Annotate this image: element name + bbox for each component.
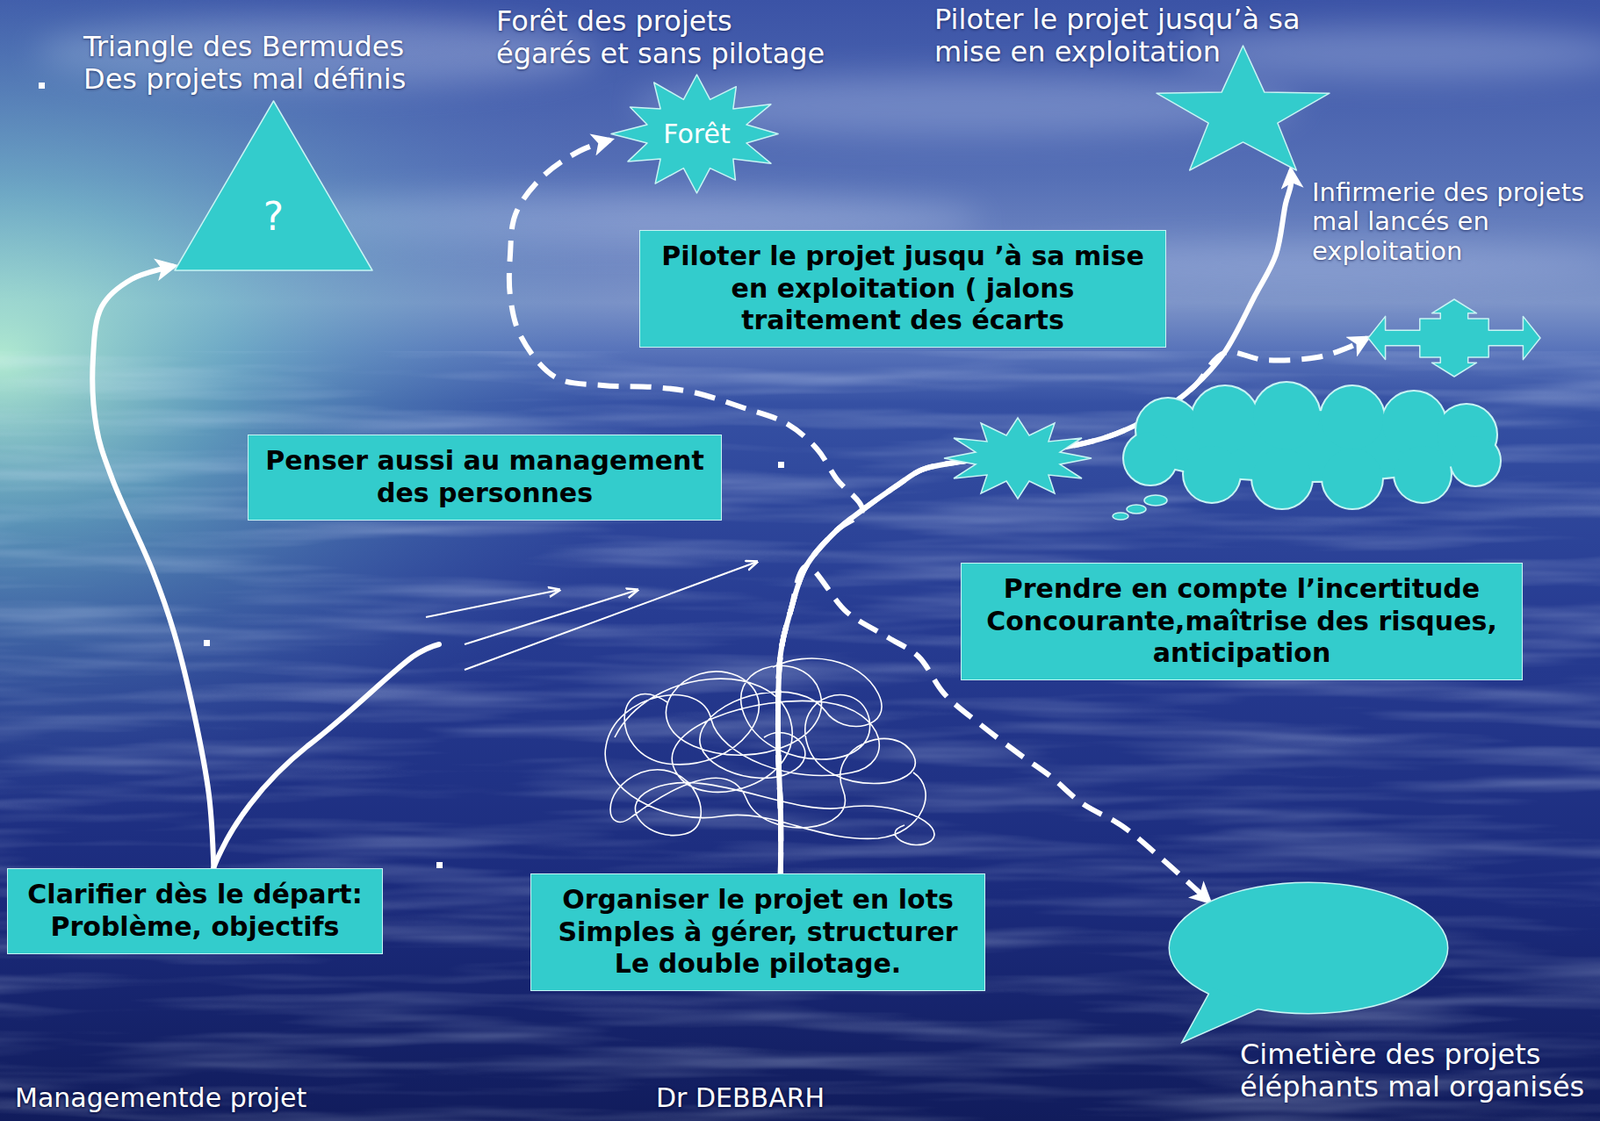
goal-star: Piloter le projet jusqu’à sa mise en exp… bbox=[1156, 45, 1330, 171]
bermuda-triangle-outline bbox=[173, 100, 374, 272]
shape-caption: Triangle des Bermudes Des projets mal dé… bbox=[83, 30, 426, 96]
branch-curve bbox=[213, 644, 440, 869]
author-note: Dr DEBBARH bbox=[655, 1083, 825, 1115]
dot-mark bbox=[203, 640, 210, 647]
shape-caption: Forêt des projets égarés et sans pilotag… bbox=[496, 5, 833, 71]
thin-arrow bbox=[464, 562, 757, 671]
dot-mark bbox=[778, 461, 785, 469]
dot-mark bbox=[436, 862, 443, 869]
infirmary-cross: Infirmerie des projets mal lancés en exp… bbox=[1367, 298, 1542, 378]
shape-caption: Piloter le projet jusqu’à sa mise en exp… bbox=[934, 3, 1321, 69]
shape-label: Forêt bbox=[663, 118, 730, 150]
box-label: Penser aussi au management des personnes bbox=[257, 445, 713, 510]
caption-holder: Piloter le projet jusqu’à sa mise en exp… bbox=[934, 3, 1321, 69]
process-box: Piloter le projet jusqu ’à sa mise en ex… bbox=[639, 230, 1167, 348]
box-label: Piloter le projet jusqu ’à sa mise en ex… bbox=[648, 240, 1157, 338]
forest-burst: Forêt des projets égarés et sans pilotag… bbox=[610, 73, 784, 195]
box-label: Organiser le projet en lots Simples à gé… bbox=[540, 884, 976, 981]
sea-waves bbox=[0, 351, 1600, 1121]
small-burst bbox=[944, 418, 1092, 499]
thin-arrow bbox=[425, 590, 560, 618]
shape-caption: Infirmerie des projets mal lancés en exp… bbox=[1311, 178, 1593, 267]
shape-caption: Cimetière des projets éléphants mal orga… bbox=[1239, 1038, 1593, 1104]
thin-arrow bbox=[464, 590, 638, 645]
process-box: Penser aussi au management des personnes bbox=[247, 434, 722, 521]
box-label: Clarifier dès le départ: Problème, objec… bbox=[16, 879, 374, 944]
thought-cloud bbox=[1112, 382, 1500, 520]
caption-holder: Cimetière des projets éléphants mal orga… bbox=[1239, 1038, 1593, 1104]
bullet-mark bbox=[38, 82, 45, 89]
box-label: Prendre en compte l’incertitude Concoura… bbox=[970, 573, 1514, 671]
infirmary-cross-outline bbox=[1367, 298, 1542, 378]
caption-holder: Forêt des projets égarés et sans pilotag… bbox=[496, 5, 833, 71]
shape-label: ? bbox=[263, 132, 284, 239]
footer-note: Managementde projet bbox=[14, 1083, 307, 1115]
cemetery-bubble: Cimetière des projets éléphants mal orga… bbox=[1167, 882, 1449, 1044]
process-box: Organiser le projet en lots Simples à gé… bbox=[530, 873, 986, 992]
caption-holder: Infirmerie des projets mal lancés en exp… bbox=[1311, 178, 1593, 267]
process-box: Prendre en compte l’incertitude Concoura… bbox=[960, 562, 1523, 681]
bermuda-triangle: Triangle des Bermudes Des projets mal dé… bbox=[173, 100, 374, 272]
process-box: Clarifier dès le départ: Problème, objec… bbox=[7, 868, 383, 955]
flow-arrow bbox=[92, 266, 214, 869]
tangle-scribble bbox=[605, 658, 935, 846]
caption-holder: Triangle des Bermudes Des projets mal dé… bbox=[83, 30, 426, 96]
cemetery-bubble-outline bbox=[1167, 882, 1449, 1044]
